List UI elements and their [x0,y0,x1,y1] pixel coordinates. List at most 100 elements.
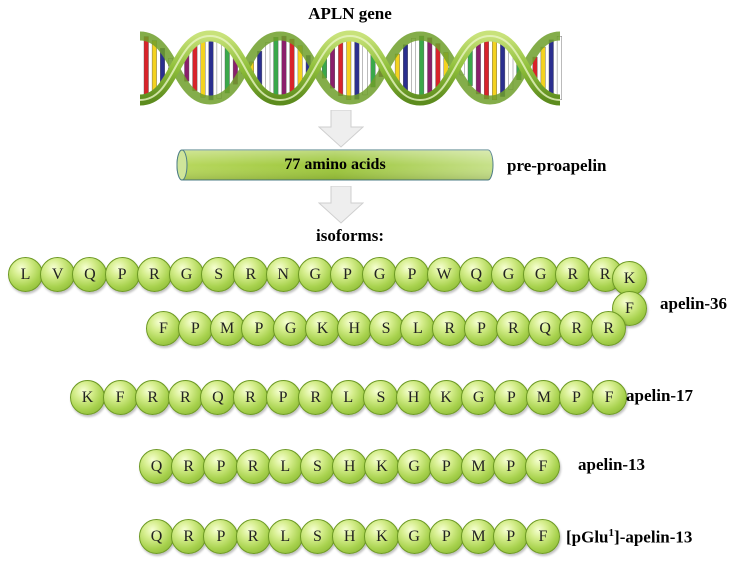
amino-acid-bead: R [235,449,271,484]
amino-acid-bead: K [364,519,400,554]
amino-acid-bead: M [209,311,245,346]
amino-acid-bead: V [40,257,76,292]
base-pair-rung [475,41,481,95]
amino-acid-bead: G [396,519,432,554]
amino-acid-bead: R [167,380,203,415]
amino-acid-bead: K [364,449,400,484]
amino-acid-bead: G [362,257,398,292]
base-pair-rung [548,39,554,97]
base-pair-rung [427,37,433,99]
precursor-length-label: 77 amino acids [284,156,386,173]
base-pair-rung [338,40,344,96]
amino-acid-bead: S [363,380,399,415]
amino-acid-bead: N [265,257,301,292]
amino-acid-bead: P [559,380,594,415]
down-arrow-icon [318,110,364,148]
isoforms-title: isoforms: [316,226,384,245]
amino-acid-bead: P [493,380,529,415]
amino-acid-bead: G [273,311,309,346]
amino-acid-bead: P [104,257,140,292]
amino-acid-bead: R [233,257,269,292]
amino-acid-bead: L [267,449,303,484]
amino-acid-bead: S [300,519,335,554]
amino-acid-bead: K [428,380,464,415]
amino-acid-bead: P [203,519,239,554]
amino-acid-bead: Q [200,380,236,415]
amino-acid-bead: P [203,449,239,484]
gene-title: APLN gene [308,4,392,23]
amino-acid-bead: Q [72,257,108,292]
amino-acid-bead: Q [139,519,174,554]
pglu-suffix: ]-apelin-13 [614,527,693,547]
amino-acid-bead: S [300,449,335,484]
amino-acid-bead: R [432,311,468,346]
amino-acid-bead: Q [527,311,563,346]
amino-acid-bead: G [396,449,432,484]
amino-acid-bead: S [201,257,237,292]
amino-acid-bead: R [136,257,172,292]
amino-acid-bead: F [102,380,138,415]
amino-acid-bead: H [332,519,368,554]
amino-acid-bead: H [332,449,368,484]
amino-acid-bead: R [171,449,207,484]
base-pair-rung [192,45,198,91]
amino-acid-bead: G [169,257,204,292]
amino-acid-bead: P [428,519,464,554]
amino-acid-bead: M [526,380,562,415]
base-pair-rung [484,36,489,100]
amino-acid-bead: K [612,261,647,296]
amino-acid-bead: Q [139,449,174,484]
amino-acid-bead: S [368,311,404,346]
amino-acid-bead: R [135,380,171,415]
pglu-apelin-13-label: [pGlu1]-apelin-13 [566,527,692,548]
pglu-prefix: [pGlu [566,527,609,547]
base-pair-rung [403,44,408,92]
base-pair-rung [346,36,352,100]
amino-acid-bead: F [591,380,627,415]
base-pair-rung [208,35,214,101]
amino-acid-bead: M [461,519,496,554]
amino-acid-bead: G [297,257,333,292]
amino-acid-bead: P [464,311,499,346]
amino-acid-bead: R [298,380,334,415]
apelin-36-label: apelin-36 [660,294,728,313]
base-pair-rung [281,35,287,101]
amino-acid-bead: G [523,257,559,292]
base-pairs [143,35,562,101]
amino-acid-bead: R [555,257,591,292]
amino-acid-bead: M [461,449,496,484]
base-pair-rung [540,46,546,90]
base-pair-rung [216,37,222,99]
amino-acid-bead: P [493,519,529,554]
base-pair-rung [143,36,149,100]
base-pair-rung [265,42,271,94]
amino-acid-bead: F [525,449,561,484]
precursor-tube [176,149,494,181]
amino-acid-bead: R [233,380,268,415]
base-pair-rung [411,38,416,98]
amino-acid-bead: G [491,257,526,292]
amino-acid-bead: F [525,519,561,554]
base-pair-rung [492,35,497,101]
amino-acid-bead: H [336,311,372,346]
base-pair-rung [556,36,562,100]
amino-acid-bead: R [591,311,627,346]
apelin-17-label: apelin-17 [626,386,694,405]
amino-acid-bead: P [428,449,464,484]
base-pair-rung [200,38,206,98]
amino-acid-bead: R [559,311,595,346]
base-pair-rung [273,37,279,99]
pglu-superscript: 1 [608,527,615,539]
amino-acid-bead: R [495,311,531,346]
base-pair-rung [289,38,295,98]
amino-acid-bead: R [235,519,271,554]
amino-acid-bead: H [396,380,431,415]
dna-helix-icon [139,30,562,106]
precursor-name-label: pre-proapelin [507,156,607,175]
amino-acid-bead: G [461,380,497,415]
base-pair-rung [500,39,506,97]
amino-acid-bead: R [171,519,207,554]
amino-acid-bead: Q [458,257,494,292]
base-pair-rung [330,47,336,89]
amino-acid-bead: L [8,257,43,292]
